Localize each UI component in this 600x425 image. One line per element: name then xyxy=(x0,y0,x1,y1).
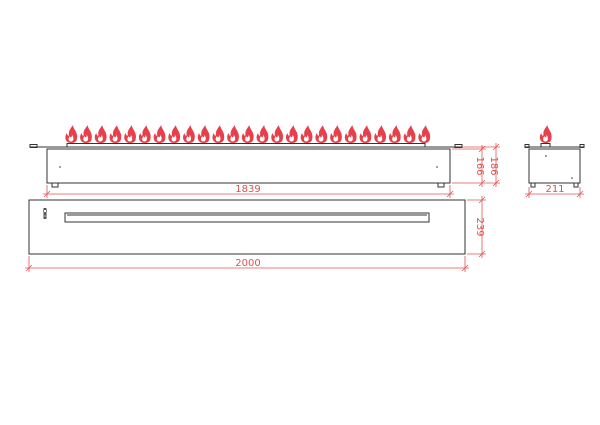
dim-height: 166 186 xyxy=(452,143,500,187)
side-body xyxy=(528,148,581,184)
front-flange-left-tab xyxy=(29,144,38,148)
flame-icon xyxy=(344,125,357,143)
front-burner-strip xyxy=(66,143,426,148)
flame-icon xyxy=(168,125,181,143)
plan-burner-slot xyxy=(64,212,430,223)
flame-icon xyxy=(285,125,298,143)
dim-length-inner: 1839 xyxy=(43,184,454,198)
flame-icon xyxy=(388,125,401,143)
dim-1839-label: 1839 xyxy=(235,184,260,195)
front-flames-row xyxy=(65,125,431,143)
side-elevation xyxy=(524,125,585,188)
front-body xyxy=(46,148,451,184)
flame-icon xyxy=(403,125,416,143)
plan-view xyxy=(28,199,466,255)
front-foot-left xyxy=(51,182,59,188)
side-burner-strip xyxy=(540,143,551,148)
flame-icon xyxy=(197,125,210,143)
plan-control-body xyxy=(43,208,47,219)
front-mark-right xyxy=(436,166,438,168)
dim-depth: 239 xyxy=(467,196,486,258)
flame-icon xyxy=(359,125,372,143)
dim-side-width: 211 xyxy=(525,184,584,198)
side-foot-left xyxy=(530,182,536,188)
dim-186-label: 186 xyxy=(488,156,499,175)
front-mark-left xyxy=(59,166,61,168)
front-elevation xyxy=(29,125,463,188)
flame-icon xyxy=(183,125,195,143)
flame-icon xyxy=(256,125,269,143)
dim-239-label: 239 xyxy=(474,217,485,236)
flame-icon xyxy=(153,125,166,143)
flame-icon xyxy=(65,125,78,143)
plan-control-icon xyxy=(43,208,47,219)
flame-icon xyxy=(94,125,107,143)
flame-icon xyxy=(109,125,122,143)
side-flame xyxy=(539,125,552,143)
flame-icon xyxy=(227,125,239,143)
flame-icon xyxy=(212,125,225,143)
flame-icon xyxy=(315,125,328,143)
flame-icon xyxy=(330,125,342,143)
flame-icon xyxy=(374,125,387,143)
flame-icon xyxy=(300,125,313,143)
flame-icon xyxy=(80,125,92,143)
plan-outline xyxy=(28,199,466,255)
flame-icon xyxy=(124,125,136,143)
dim-length-total: 2000 xyxy=(25,256,469,272)
dim-211-label: 211 xyxy=(545,184,564,195)
dim-2000-label: 2000 xyxy=(235,258,260,269)
side-foot-right xyxy=(573,182,579,188)
flame-icon xyxy=(418,125,431,143)
flame-icon xyxy=(539,125,552,143)
flame-icon xyxy=(138,125,151,143)
front-flange-right-tab xyxy=(454,144,463,148)
flame-icon xyxy=(271,125,284,143)
flame-icon xyxy=(241,125,254,143)
dim-166-label: 166 xyxy=(474,156,485,175)
front-foot-right xyxy=(437,182,445,188)
